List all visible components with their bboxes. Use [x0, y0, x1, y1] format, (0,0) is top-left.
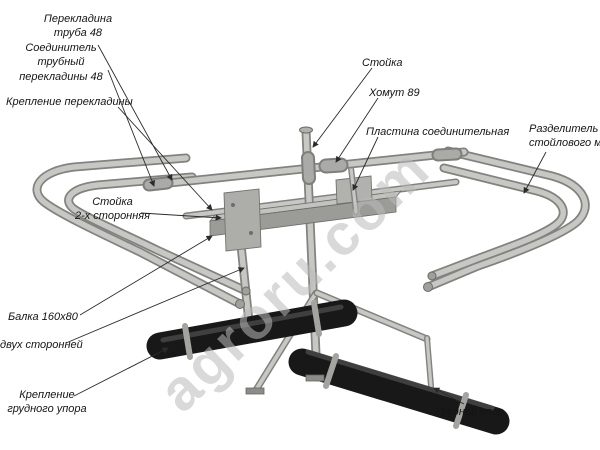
leader-two-sided-note [65, 267, 245, 344]
leader-post [312, 67, 373, 148]
fitting-clamp-89 [318, 157, 349, 174]
tube-right-leg [313, 289, 431, 343]
tube-right-loop-outer [423, 146, 590, 292]
tube-left-loop-outer [32, 153, 245, 309]
leader-two-sided-post [140, 212, 222, 221]
leader-stall-divider [523, 151, 547, 194]
strut-right-bracket [424, 335, 434, 389]
leader-plate [352, 136, 379, 191]
leader-chest-mount [73, 347, 169, 397]
fitting-right-connector [431, 147, 463, 162]
chest-support-right-cylinder [288, 348, 510, 435]
leader-crossbar [97, 44, 173, 181]
chest-support-left-cylinder [146, 299, 358, 360]
leader-lines [65, 44, 547, 405]
tube-right-loop-inner [427, 163, 568, 281]
leader-chest-support [433, 387, 465, 405]
fitting-left-connector [142, 176, 174, 192]
plate-two-sided-mount [223, 188, 262, 252]
hinge-clamps [235, 271, 437, 309]
fitting-post-tee [301, 151, 316, 185]
leader-clamp [335, 97, 379, 163]
leader-connector [107, 69, 155, 187]
leader-beam [79, 235, 213, 316]
foot-plates [245, 374, 325, 395]
tube-left-loop-inner [64, 172, 251, 296]
leader-crossbar-mount [117, 106, 213, 211]
